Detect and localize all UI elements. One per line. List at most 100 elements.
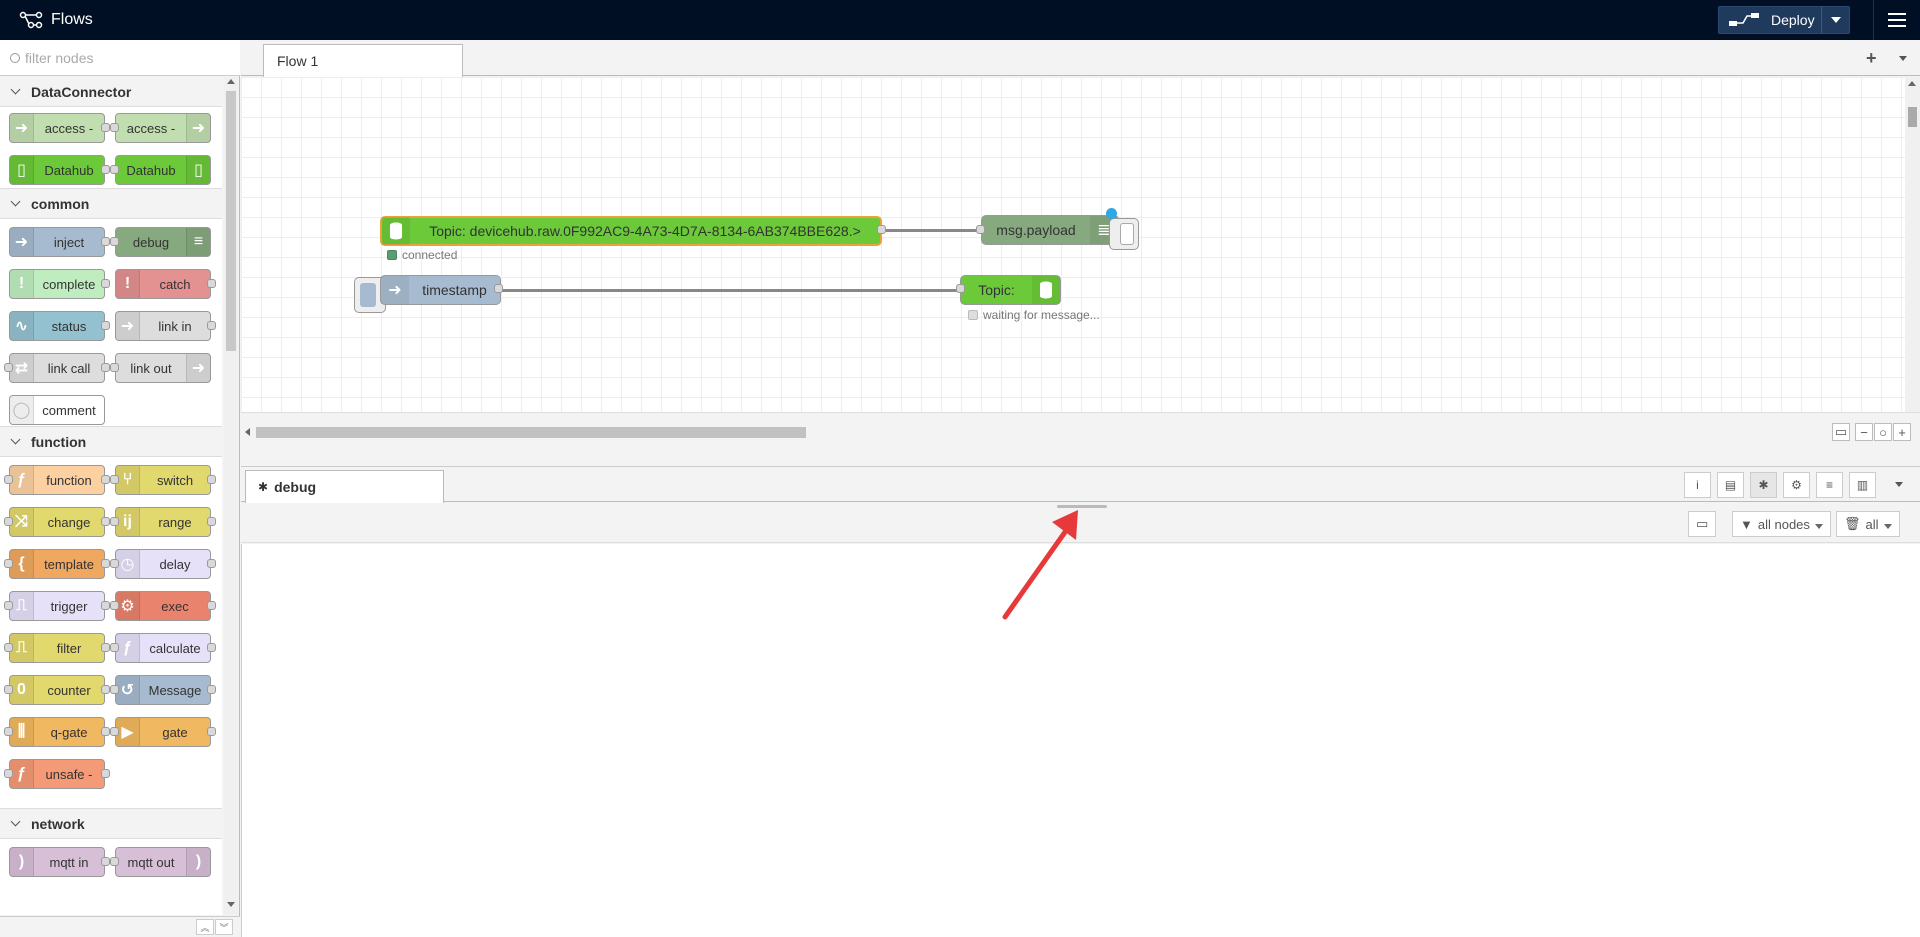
- palette-node-link-out[interactable]: ➜ link out: [115, 353, 211, 383]
- exclamation-icon: !: [10, 270, 34, 298]
- database-icon: [382, 217, 410, 245]
- scroll-left-icon[interactable]: [245, 428, 250, 436]
- output-port: [101, 363, 110, 372]
- flow-list-caret-icon[interactable]: [1899, 56, 1907, 61]
- chevron-down-icon: [10, 196, 21, 207]
- canvas-footer: ▭ − ○ +: [241, 412, 1920, 452]
- node-label: status: [51, 318, 87, 334]
- palette-scrollbar[interactable]: [224, 77, 238, 915]
- zoom-reset-icon[interactable]: ○: [1874, 423, 1892, 441]
- category-dataconnector[interactable]: DataConnector: [0, 77, 222, 107]
- wire[interactable]: [499, 289, 971, 292]
- flow-node-debug-msg-payload[interactable]: msg.payload ≣: [981, 215, 1119, 245]
- palette-node-link-in[interactable]: ➜ link in: [115, 311, 211, 341]
- input-port: [110, 123, 119, 132]
- palette-node-access-out[interactable]: ➜ access -: [115, 113, 211, 143]
- deploy-button[interactable]: Deploy: [1718, 6, 1850, 34]
- palette-node-status[interactable]: ∿ status: [9, 311, 105, 341]
- input-port: [110, 857, 119, 866]
- node-label: debug: [132, 234, 170, 250]
- deploy-label: Deploy: [1771, 12, 1815, 28]
- expand-all-button[interactable]: ︾: [215, 919, 233, 935]
- palette-node-message[interactable]: ↺Message: [115, 675, 211, 705]
- status-text: connected: [402, 248, 458, 262]
- palette-node-inject[interactable]: ➜ inject: [9, 227, 105, 257]
- palette-node-link-call[interactable]: ⇄ link call: [9, 353, 105, 383]
- sidebar-menu-caret-icon[interactable]: [1895, 482, 1903, 487]
- flow-node-datahub-out[interactable]: Topic:: [960, 275, 1061, 305]
- clear-messages-button[interactable]: 🗑 all: [1836, 511, 1900, 537]
- scrollbar-thumb[interactable]: [226, 91, 236, 351]
- chart-icon[interactable]: ▥: [1849, 472, 1876, 498]
- tab-debug[interactable]: ✱ debug: [245, 470, 444, 503]
- scroll-up-icon[interactable]: [227, 79, 235, 84]
- input-port[interactable]: [956, 284, 965, 293]
- node-label: unsafe -: [45, 766, 93, 782]
- output-port[interactable]: [494, 284, 503, 293]
- output-port: [101, 769, 110, 778]
- palette-node-switch[interactable]: ⑂switch: [115, 465, 211, 495]
- palette-node-complete[interactable]: ! complete: [9, 269, 105, 299]
- database-icon[interactable]: ≡: [1816, 472, 1843, 498]
- horizontal-scrollbar-thumb[interactable]: [256, 427, 806, 438]
- scroll-down-icon[interactable]: [227, 902, 235, 907]
- palette-node-delay[interactable]: ◷delay: [115, 549, 211, 579]
- palette-node-change[interactable]: ⤨change: [9, 507, 105, 537]
- palette-node-mqtt-out[interactable]: )mqtt out: [115, 847, 211, 877]
- node-label: calculate: [149, 640, 201, 656]
- gear-icon[interactable]: ⚙: [1783, 472, 1810, 498]
- deploy-options-button[interactable]: [1821, 7, 1849, 33]
- palette-node-datahub-in[interactable]: ▯ Datahub: [9, 155, 105, 185]
- flow-canvas[interactable]: Topic: devicehub.raw.0F992AC9-4A73-4D7A-…: [241, 77, 1905, 412]
- info-icon[interactable]: i: [1684, 472, 1711, 498]
- canvas-vertical-scrollbar[interactable]: [1905, 77, 1920, 412]
- filter-icon: ▼: [1740, 516, 1753, 532]
- node-label: exec: [161, 598, 189, 614]
- palette-node-template[interactable]: {template: [9, 549, 105, 579]
- node-label: complete: [42, 276, 96, 292]
- scroll-up-icon[interactable]: [1908, 81, 1916, 86]
- palette-node-comment[interactable]: ◯ comment: [9, 395, 105, 425]
- book-icon[interactable]: ▤: [1717, 472, 1744, 498]
- palette-node-exec[interactable]: ⚙exec: [115, 591, 211, 621]
- palette-node-trigger[interactable]: ⎍trigger: [9, 591, 105, 621]
- main-menu-button[interactable]: [1873, 0, 1920, 40]
- output-port[interactable]: [877, 225, 886, 234]
- add-flow-button[interactable]: +: [1866, 48, 1877, 68]
- filter-nodes-input[interactable]: filter nodes: [0, 40, 240, 76]
- debug-window-button[interactable]: ▭: [1688, 511, 1717, 537]
- palette-node-catch[interactable]: ! catch: [115, 269, 211, 299]
- zoom-in-icon[interactable]: +: [1893, 423, 1911, 441]
- bug-icon[interactable]: ✱: [1750, 472, 1777, 498]
- palette-node-datahub-out[interactable]: ▯ Datahub: [115, 155, 211, 185]
- scrollbar-thumb[interactable]: [1908, 107, 1917, 127]
- input-port[interactable]: [976, 225, 985, 234]
- sidebar-resize-handle[interactable]: [1057, 505, 1107, 508]
- node-label: inject: [53, 234, 85, 250]
- category-function[interactable]: function: [0, 427, 222, 457]
- category-body: )mqtt in )mqtt out: [0, 839, 222, 915]
- palette-node-filter[interactable]: ⎍filter: [9, 633, 105, 663]
- category-network[interactable]: network: [0, 809, 222, 839]
- flow-node-inject-timestamp[interactable]: ➜ timestamp: [380, 275, 501, 305]
- collapse-all-button[interactable]: ︽: [196, 919, 214, 935]
- palette-node-q-gate[interactable]: ⫼q-gate: [9, 717, 105, 747]
- palette-node-mqtt-in[interactable]: )mqtt in: [9, 847, 105, 877]
- tab-flow-1[interactable]: Flow 1: [263, 44, 463, 77]
- palette-node-gate[interactable]: ▶gate: [115, 717, 211, 747]
- filter-nodes-dropdown[interactable]: ▼ all nodes: [1732, 511, 1831, 537]
- navigator-map-icon[interactable]: ▭: [1832, 423, 1850, 441]
- palette-node-access-in[interactable]: ➜ access -: [9, 113, 105, 143]
- flow-node-datahub-topic[interactable]: Topic: devicehub.raw.0F992AC9-4A73-4D7A-…: [380, 216, 882, 246]
- zoom-out-icon[interactable]: −: [1855, 423, 1873, 441]
- palette-node-debug[interactable]: ≡ debug: [115, 227, 211, 257]
- node-label: link in: [158, 318, 192, 334]
- debug-toggle-button[interactable]: [1109, 218, 1139, 250]
- filter-label: all nodes: [1757, 516, 1810, 532]
- category-common[interactable]: common: [0, 189, 222, 219]
